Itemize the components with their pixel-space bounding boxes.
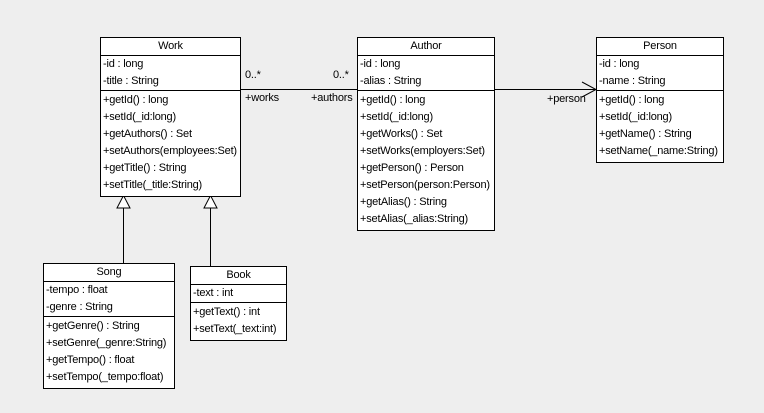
class-author[interactable]: Author -id : long -alias : String +getId… (357, 37, 495, 231)
class-author-title: Author (358, 38, 494, 56)
operation: +getWorks() : Set (360, 128, 443, 140)
attribute: -id : long (103, 58, 144, 70)
attribute: -title : String (103, 75, 159, 87)
role-label-works: +works (245, 92, 279, 104)
class-author-attributes: -id : long -alias : String (358, 56, 494, 91)
operation: +setWorks(employers:Set) (360, 145, 485, 157)
attribute: -genre : String (46, 301, 113, 313)
inheritance-triangle-icon (116, 194, 131, 209)
operation: +getGenre() : String (46, 320, 140, 332)
operation: +setId(_id:long) (360, 111, 433, 123)
operation: +getTitle() : String (103, 162, 187, 174)
role-label-authors: +authors (311, 92, 353, 104)
class-person-operations: +getId() : long +setId(_id:long) +getNam… (597, 91, 723, 162)
operation: +setName(_name:String) (599, 145, 718, 157)
operation: +setText(_text:int) (193, 323, 277, 335)
attribute: -alias : String (360, 75, 422, 87)
class-song-title: Song (44, 264, 174, 282)
attribute: -name : String (599, 75, 666, 87)
operation: +getPerson() : Person (360, 162, 464, 174)
class-song-operations: +getGenre() : String +setGenre(_genre:St… (44, 317, 174, 388)
class-book-title: Book (191, 267, 286, 285)
operation: +getId() : long (103, 94, 169, 106)
class-book-operations: +getText() : int +setText(_text:int) (191, 303, 286, 340)
operation: +setGenre(_genre:String) (46, 337, 167, 349)
operation: +getText() : int (193, 306, 260, 318)
operation: +getTempo() : float (46, 354, 135, 366)
attribute: -id : long (599, 58, 640, 70)
attribute: -tempo : float (46, 284, 108, 296)
operation: +getAlias() : String (360, 196, 447, 208)
operation: +getName() : String (599, 128, 692, 140)
multiplicity-label-authors: 0..* (333, 69, 349, 81)
operation: +setId(_id:long) (103, 111, 176, 123)
operation: +setPerson(person:Person) (360, 179, 490, 191)
class-author-operations: +getId() : long +setId(_id:long) +getWor… (358, 91, 494, 230)
class-work-operations: +getId() : long +setId(_id:long) +getAut… (101, 91, 240, 196)
operation: +setAuthors(employees:Set) (103, 145, 237, 157)
class-song[interactable]: Song -tempo : float -genre : String +get… (43, 263, 175, 389)
class-work[interactable]: Work -id : long -title : String +getId()… (100, 37, 241, 197)
class-song-attributes: -tempo : float -genre : String (44, 282, 174, 317)
multiplicity-label-works: 0..* (245, 69, 261, 81)
class-person-title: Person (597, 38, 723, 56)
operation: +getId() : long (360, 94, 426, 106)
operation: +setId(_id:long) (599, 111, 672, 123)
class-work-attributes: -id : long -title : String (101, 56, 240, 91)
class-book-attributes: -text : int (191, 285, 286, 303)
class-work-title: Work (101, 38, 240, 56)
generalization-book-work[interactable] (203, 194, 218, 267)
class-person-attributes: -id : long -name : String (597, 56, 723, 91)
role-label-person: +person (547, 93, 586, 105)
operation: +getAuthors() : Set (103, 128, 192, 140)
inheritance-triangle-icon (203, 194, 218, 209)
operation: +getId() : long (599, 94, 665, 106)
class-person[interactable]: Person -id : long -name : String +getId(… (596, 37, 724, 163)
operation: +setTitle(_title:String) (103, 179, 203, 191)
class-book[interactable]: Book -text : int +getText() : int +setTe… (190, 266, 287, 341)
operation: +setAlias(_alias:String) (360, 213, 468, 225)
operation: +setTempo(_tempo:float) (46, 371, 164, 383)
generalization-song-work[interactable] (116, 194, 131, 264)
attribute: -text : int (193, 287, 233, 299)
attribute: -id : long (360, 58, 401, 70)
